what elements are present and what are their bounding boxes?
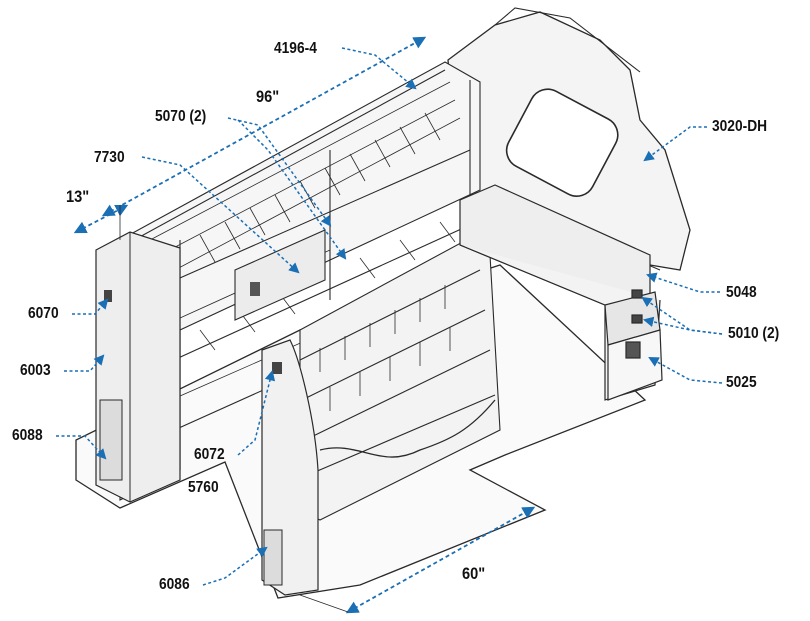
dimension-60: 60"	[462, 564, 486, 583]
dimension-96: 96"	[256, 87, 280, 106]
dimension-13: 13"	[66, 187, 90, 206]
label-5760: 5760	[188, 479, 219, 496]
label-6070: 6070	[28, 305, 59, 322]
label-4196-4: 4196-4	[274, 40, 317, 57]
left-end-panel	[95, 231, 181, 503]
door-latch	[250, 282, 260, 296]
latch-front	[272, 362, 282, 374]
lock-housing-left	[99, 399, 123, 481]
label-7730: 7730	[94, 149, 125, 166]
label-5048: 5048	[726, 284, 757, 301]
drawer-handle-lower	[631, 314, 643, 324]
label-3020-dh: 3020-DH	[712, 118, 768, 135]
label-5070: 5070 (2)	[155, 108, 207, 125]
dim-60-arrow	[345, 506, 536, 614]
label-6003: 6003	[20, 362, 51, 379]
bin-dividers	[319, 285, 451, 411]
label-6072: 6072	[194, 446, 225, 463]
cabinet-latch	[625, 341, 641, 359]
dim-96-arrow	[101, 36, 427, 217]
latch-left	[104, 290, 112, 302]
dim-extension-line-60	[299, 594, 349, 613]
leader-lines	[56, 47, 723, 586]
bulkhead-window	[505, 88, 619, 197]
label-5010: 5010 (2)	[728, 325, 780, 342]
drawer-handle-upper	[631, 289, 643, 299]
lock-housing-front	[263, 529, 283, 586]
label-6086: 6086	[159, 576, 190, 593]
cabinet-door	[234, 229, 326, 321]
label-6088: 6088	[12, 427, 43, 444]
dim-13-arrow	[73, 204, 129, 234]
label-5025: 5025	[726, 374, 757, 391]
